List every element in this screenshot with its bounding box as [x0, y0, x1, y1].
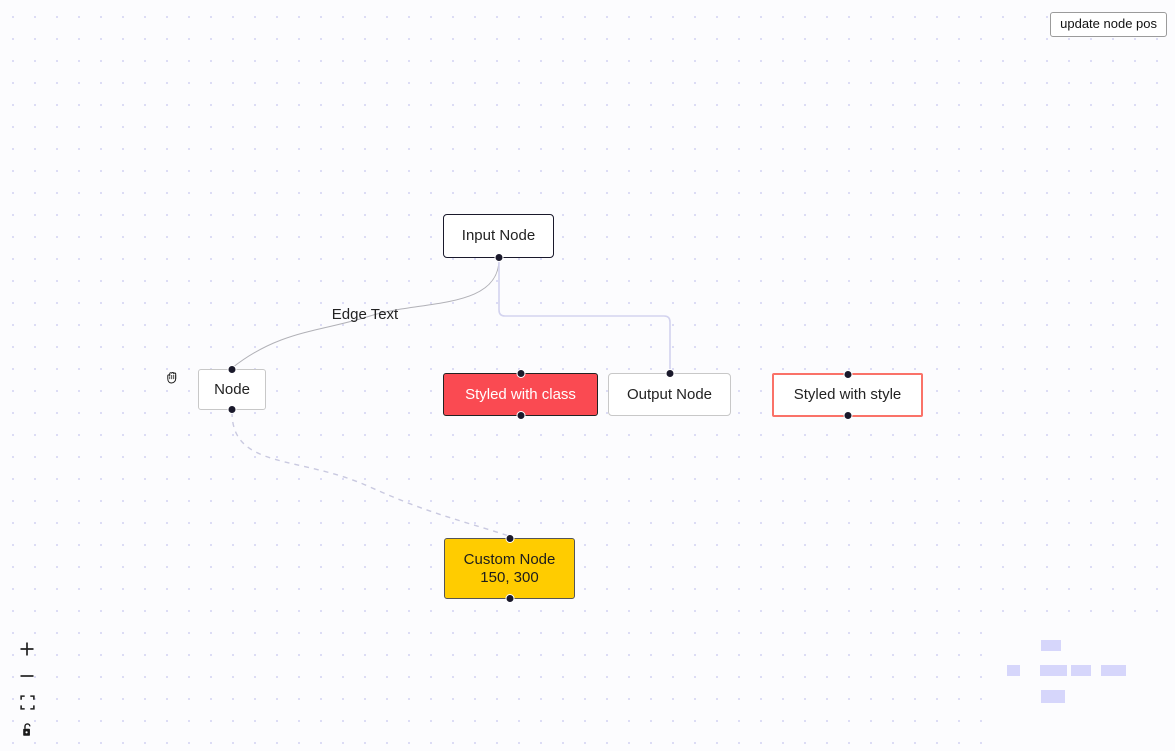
- node-output-label: Output Node: [626, 385, 713, 403]
- minimap-node: [1101, 665, 1126, 676]
- handle-source-bottom[interactable]: [843, 411, 852, 420]
- node-input[interactable]: Input Node: [443, 214, 554, 262]
- edge-node-to-custom[interactable]: [231, 411, 510, 537]
- handle-source-bottom[interactable]: [494, 253, 503, 262]
- edge-input-to-output[interactable]: [498, 259, 671, 372]
- minimap-node: [1007, 665, 1020, 676]
- node-default[interactable]: Node: [198, 365, 266, 414]
- node-custom[interactable]: Custom Node 150, 300: [444, 534, 575, 603]
- grab-hand-icon: [167, 372, 177, 384]
- node-styled-class-label: Styled with class: [465, 385, 576, 403]
- node-custom-label: Custom Node 150, 300: [463, 551, 556, 586]
- handle-source-bottom[interactable]: [505, 594, 514, 603]
- minimap-node: [1041, 640, 1061, 651]
- minus-icon: [20, 674, 34, 677]
- handle-target-top[interactable]: [505, 534, 514, 543]
- handle-source-bottom[interactable]: [516, 411, 525, 420]
- minimap-node: [1040, 665, 1067, 676]
- node-styled-with-style[interactable]: Styled with style: [772, 370, 923, 420]
- edge-input-to-node[interactable]: [231, 258, 500, 369]
- controls-panel[interactable]: [14, 635, 40, 743]
- handle-target-top[interactable]: [843, 370, 852, 379]
- fit-view-icon: [19, 695, 35, 710]
- plus-icon: [20, 642, 34, 655]
- node-output[interactable]: Output Node: [608, 369, 731, 416]
- minimap-node: [1041, 690, 1065, 703]
- lock-icon: [22, 722, 31, 736]
- handle-source-bottom[interactable]: [227, 405, 237, 414]
- edge-label-text: Edge Text: [332, 306, 399, 323]
- handle-target-top[interactable]: [227, 365, 237, 374]
- node-styled-with-class[interactable]: Styled with class: [443, 369, 598, 420]
- handle-target-top[interactable]: [516, 369, 525, 378]
- node-styled-style-label: Styled with style: [793, 386, 902, 404]
- node-input-label: Input Node: [461, 227, 536, 245]
- zoom-out-button[interactable]: [14, 662, 40, 689]
- update-node-pos-button[interactable]: update node pos: [1050, 12, 1167, 38]
- toggle-interactivity-button[interactable]: [14, 716, 40, 743]
- fit-view-button[interactable]: [14, 689, 40, 716]
- node-default-label: Node: [214, 380, 250, 398]
- minimap[interactable]: [995, 625, 1175, 751]
- handle-target-top[interactable]: [665, 369, 674, 378]
- zoom-in-button[interactable]: [14, 635, 40, 662]
- minimap-node: [1071, 665, 1091, 676]
